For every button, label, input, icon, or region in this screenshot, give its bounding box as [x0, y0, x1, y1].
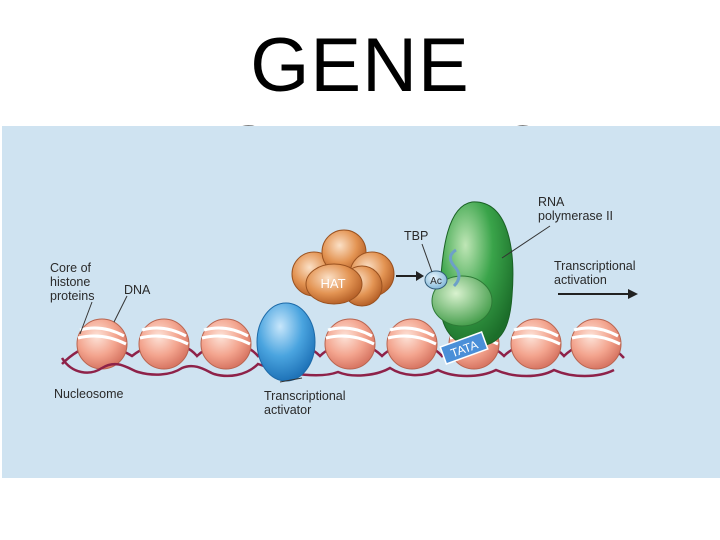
label-dna: DNA	[124, 283, 151, 297]
label-transcriptional-activator: Transcriptional activator	[264, 389, 349, 417]
nucleosome-8	[570, 318, 622, 370]
nucleosome-3	[200, 318, 252, 370]
hat-to-ac-arrow	[396, 271, 424, 281]
acetyl-group: Ac	[424, 270, 448, 290]
transcriptional-activator	[256, 302, 316, 382]
nucleosome-1	[76, 318, 128, 370]
label-ac: Ac	[430, 276, 442, 287]
nucleosome-4	[324, 318, 376, 370]
transcriptional-activation-arrow	[558, 289, 638, 299]
tbp-protein	[431, 248, 493, 327]
hat-complex: HAT	[291, 229, 395, 307]
nucleosome-2	[138, 318, 190, 370]
dna-strand-front	[60, 357, 615, 378]
label-transcriptional-activation: Transcriptional activation	[554, 259, 639, 287]
label-rna-polymerase: RNA polymerase II	[538, 195, 613, 223]
tata-box: TATA	[439, 331, 489, 365]
leader-lines	[79, 225, 551, 383]
label-hat: HAT	[320, 276, 345, 291]
nucleosome-5	[386, 318, 438, 370]
label-nucleosome: Nucleosome	[54, 387, 124, 401]
label-core-histone: Core of histone proteins	[50, 261, 94, 303]
gene-regulation-diagram: Ac HAT TATA Core of histone proteins DNA	[2, 126, 720, 478]
label-tbp: TBP	[404, 229, 428, 243]
nucleosome-7	[510, 318, 562, 370]
